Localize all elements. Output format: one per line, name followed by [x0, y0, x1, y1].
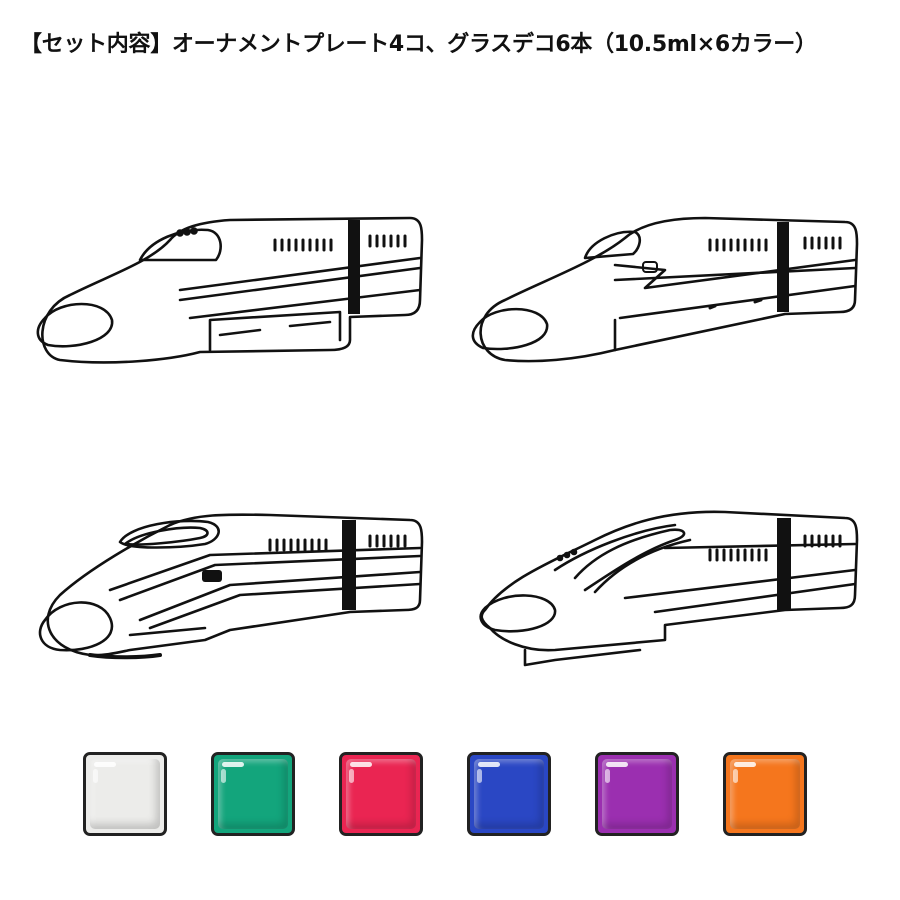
paint-swatch-orange [723, 752, 807, 836]
shinkansen-800-outline-icon [465, 200, 865, 375]
shinkansen-e5-outline-icon [465, 500, 865, 675]
paint-swatch-purple [595, 752, 679, 836]
paint-swatch-blue [467, 752, 551, 836]
paint-swatch-red [339, 752, 423, 836]
set-contents-title: 【セット内容】オーナメントプレート4コ、グラスデコ6本（10.5ml×6カラー） [20, 32, 817, 57]
paint-swatch-white [83, 752, 167, 836]
paint-swatch-green [211, 752, 295, 836]
glass-deco-paint-swatches [0, 752, 900, 842]
shinkansen-n700-outline-icon [30, 200, 430, 375]
shinkansen-e7-outline-icon [30, 500, 430, 675]
